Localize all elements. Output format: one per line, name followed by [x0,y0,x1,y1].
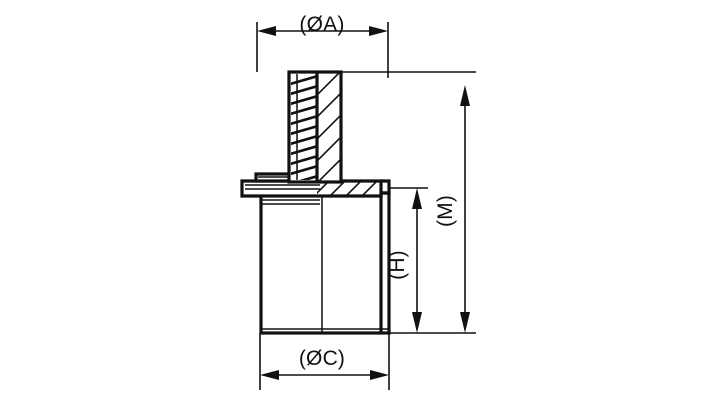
dim-label-length-m: (M) [434,195,457,227]
hollow-barrel [259,191,391,335]
dim-label-diameter-c: (ØC) [299,347,345,370]
dimension-length-m: (M) [434,85,470,333]
stud-thread-profile [291,74,317,180]
arrow-h-top [412,188,422,209]
dimension-diameter-a: (ØA) [257,13,388,36]
hex-flange [240,172,391,205]
dimension-height-h: (H) [386,188,422,333]
dimension-diameter-c: (ØC) [260,347,389,380]
barrel-outline [259,191,391,335]
dim-label-diameter-a: (ØA) [299,13,344,36]
arrow-c-left [260,370,279,380]
arrow-h-bottom [412,312,422,333]
flange-right-step [381,179,391,195]
arrow-a-right [369,26,388,36]
extension-lines [256,22,476,390]
arrow-m-bottom [460,312,470,333]
part-geometry [240,70,391,335]
threaded-stud [287,70,343,184]
arrow-c-right [370,370,389,380]
dim-label-height-h: (H) [386,250,409,280]
flange-section-hatch [317,181,381,196]
arrow-a-left [257,26,276,36]
stud-section-hatch [317,73,341,181]
arrow-m-top [460,85,470,106]
